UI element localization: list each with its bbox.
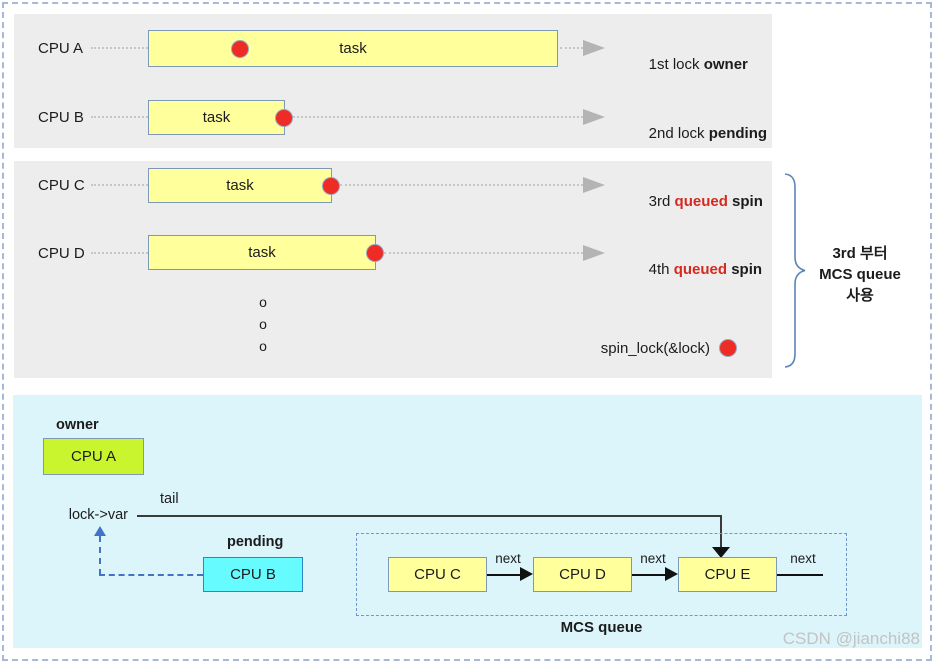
cpu-b-task-bar: task xyxy=(148,100,293,135)
status-text-bold: spin xyxy=(727,193,763,210)
next-pointer-line xyxy=(487,574,520,576)
task-bar-text: task xyxy=(202,109,231,126)
next-label: next xyxy=(790,551,816,566)
task-bar-text: task xyxy=(339,40,367,57)
lock-state-panel xyxy=(13,395,922,648)
queued-panel xyxy=(14,161,772,378)
next-label: next xyxy=(640,551,666,566)
queue-node-box: CPU E xyxy=(678,557,777,592)
pending-cpu-box: CPU B xyxy=(203,557,303,592)
cpu-a-task-bar: task xyxy=(148,30,558,67)
status-text: 3rd xyxy=(648,193,675,210)
watermark: CSDN @jianchi88 xyxy=(782,629,920,648)
connector-dotted-line xyxy=(340,184,583,186)
cpu-b-label: CPU B xyxy=(38,109,84,126)
right-arrow-icon xyxy=(520,567,533,581)
status-text: 2nd lock xyxy=(648,125,709,142)
cpu-c-label: CPU C xyxy=(38,177,85,194)
status-text-red: queued xyxy=(674,193,728,210)
mcs-queue-title: MCS queue xyxy=(560,619,643,636)
tail-pointer-line xyxy=(720,515,722,549)
next-pointer-line xyxy=(777,574,823,576)
cpu-d-task-bar: task xyxy=(148,235,384,270)
connector-dotted-line xyxy=(91,184,148,186)
mcs-note-line: 3rd 부터 xyxy=(832,245,888,262)
ellipsis-dot: o xyxy=(259,316,267,332)
connector-dotted-line xyxy=(91,47,148,49)
tail-pointer-line xyxy=(137,515,721,517)
mcs-note-line: MCS queue xyxy=(819,266,901,283)
curly-brace-icon xyxy=(784,173,806,368)
lock-waiter-dot-icon xyxy=(322,177,340,195)
status-text-bold: owner xyxy=(703,56,748,73)
connector-dotted-line xyxy=(91,116,148,118)
owner-cpu-box: CPU A xyxy=(43,438,144,475)
status-text-bold: spin xyxy=(727,261,763,278)
status-text: 1st lock xyxy=(648,56,704,73)
connector-dotted-line xyxy=(560,47,583,49)
task-bar-text: task xyxy=(226,177,254,194)
mcs-note-line: 사용 xyxy=(846,287,874,304)
gray-arrow-icon xyxy=(583,40,605,56)
next-pointer-line xyxy=(632,574,665,576)
ellipsis: o o o xyxy=(248,291,278,357)
task-bar-text: task xyxy=(248,244,276,261)
queue-node-box: CPU C xyxy=(388,557,487,592)
pending-pointer-dashed-line xyxy=(99,536,101,575)
lock-waiter-dot-icon xyxy=(366,244,384,262)
pending-pointer-dashed-line xyxy=(99,574,203,576)
gray-arrow-icon xyxy=(583,177,605,193)
gray-arrow-icon xyxy=(583,109,605,125)
tail-label: tail xyxy=(160,491,179,507)
ellipsis-dot: o xyxy=(259,338,267,354)
up-arrow-icon xyxy=(94,526,106,536)
status-text-red: queued xyxy=(673,261,728,278)
row-b-status-label: 2nd lock pending xyxy=(632,108,767,159)
row-c-status-label: 3rd queued spin xyxy=(632,176,763,227)
lock-waiter-dot-icon xyxy=(275,109,293,127)
cpu-a-label: CPU A xyxy=(38,40,84,57)
queue-node-box: CPU D xyxy=(533,557,632,592)
next-label: next xyxy=(495,551,521,566)
mcs-queue-rect xyxy=(356,533,847,616)
cpu-c-task-bar: task xyxy=(148,168,340,203)
connector-dotted-line xyxy=(91,252,148,254)
pending-label: pending xyxy=(227,534,284,550)
connector-dotted-line xyxy=(384,252,583,254)
lock-holder-dot-icon xyxy=(231,40,249,58)
owner-label: owner xyxy=(56,417,99,433)
row-a-status-label: 1st lock owner xyxy=(632,39,748,90)
connector-dotted-line xyxy=(293,116,583,118)
mcs-note: 3rd 부터 MCS queue 사용 xyxy=(798,243,922,306)
gray-arrow-icon xyxy=(583,245,605,261)
spinlock-dot-icon xyxy=(719,339,737,357)
row-d-status-label: 4th queued spin xyxy=(632,244,762,295)
right-arrow-icon xyxy=(665,567,678,581)
lockvar-label: lock->var xyxy=(68,507,128,523)
down-arrow-icon xyxy=(712,547,730,558)
status-text: 4th xyxy=(648,261,674,278)
spinlock-call-label: spin_lock(&lock) xyxy=(600,340,710,357)
ellipsis-dot: o xyxy=(259,294,267,310)
cpu-d-label: CPU D xyxy=(38,245,85,262)
status-text-bold: pending xyxy=(708,125,768,142)
